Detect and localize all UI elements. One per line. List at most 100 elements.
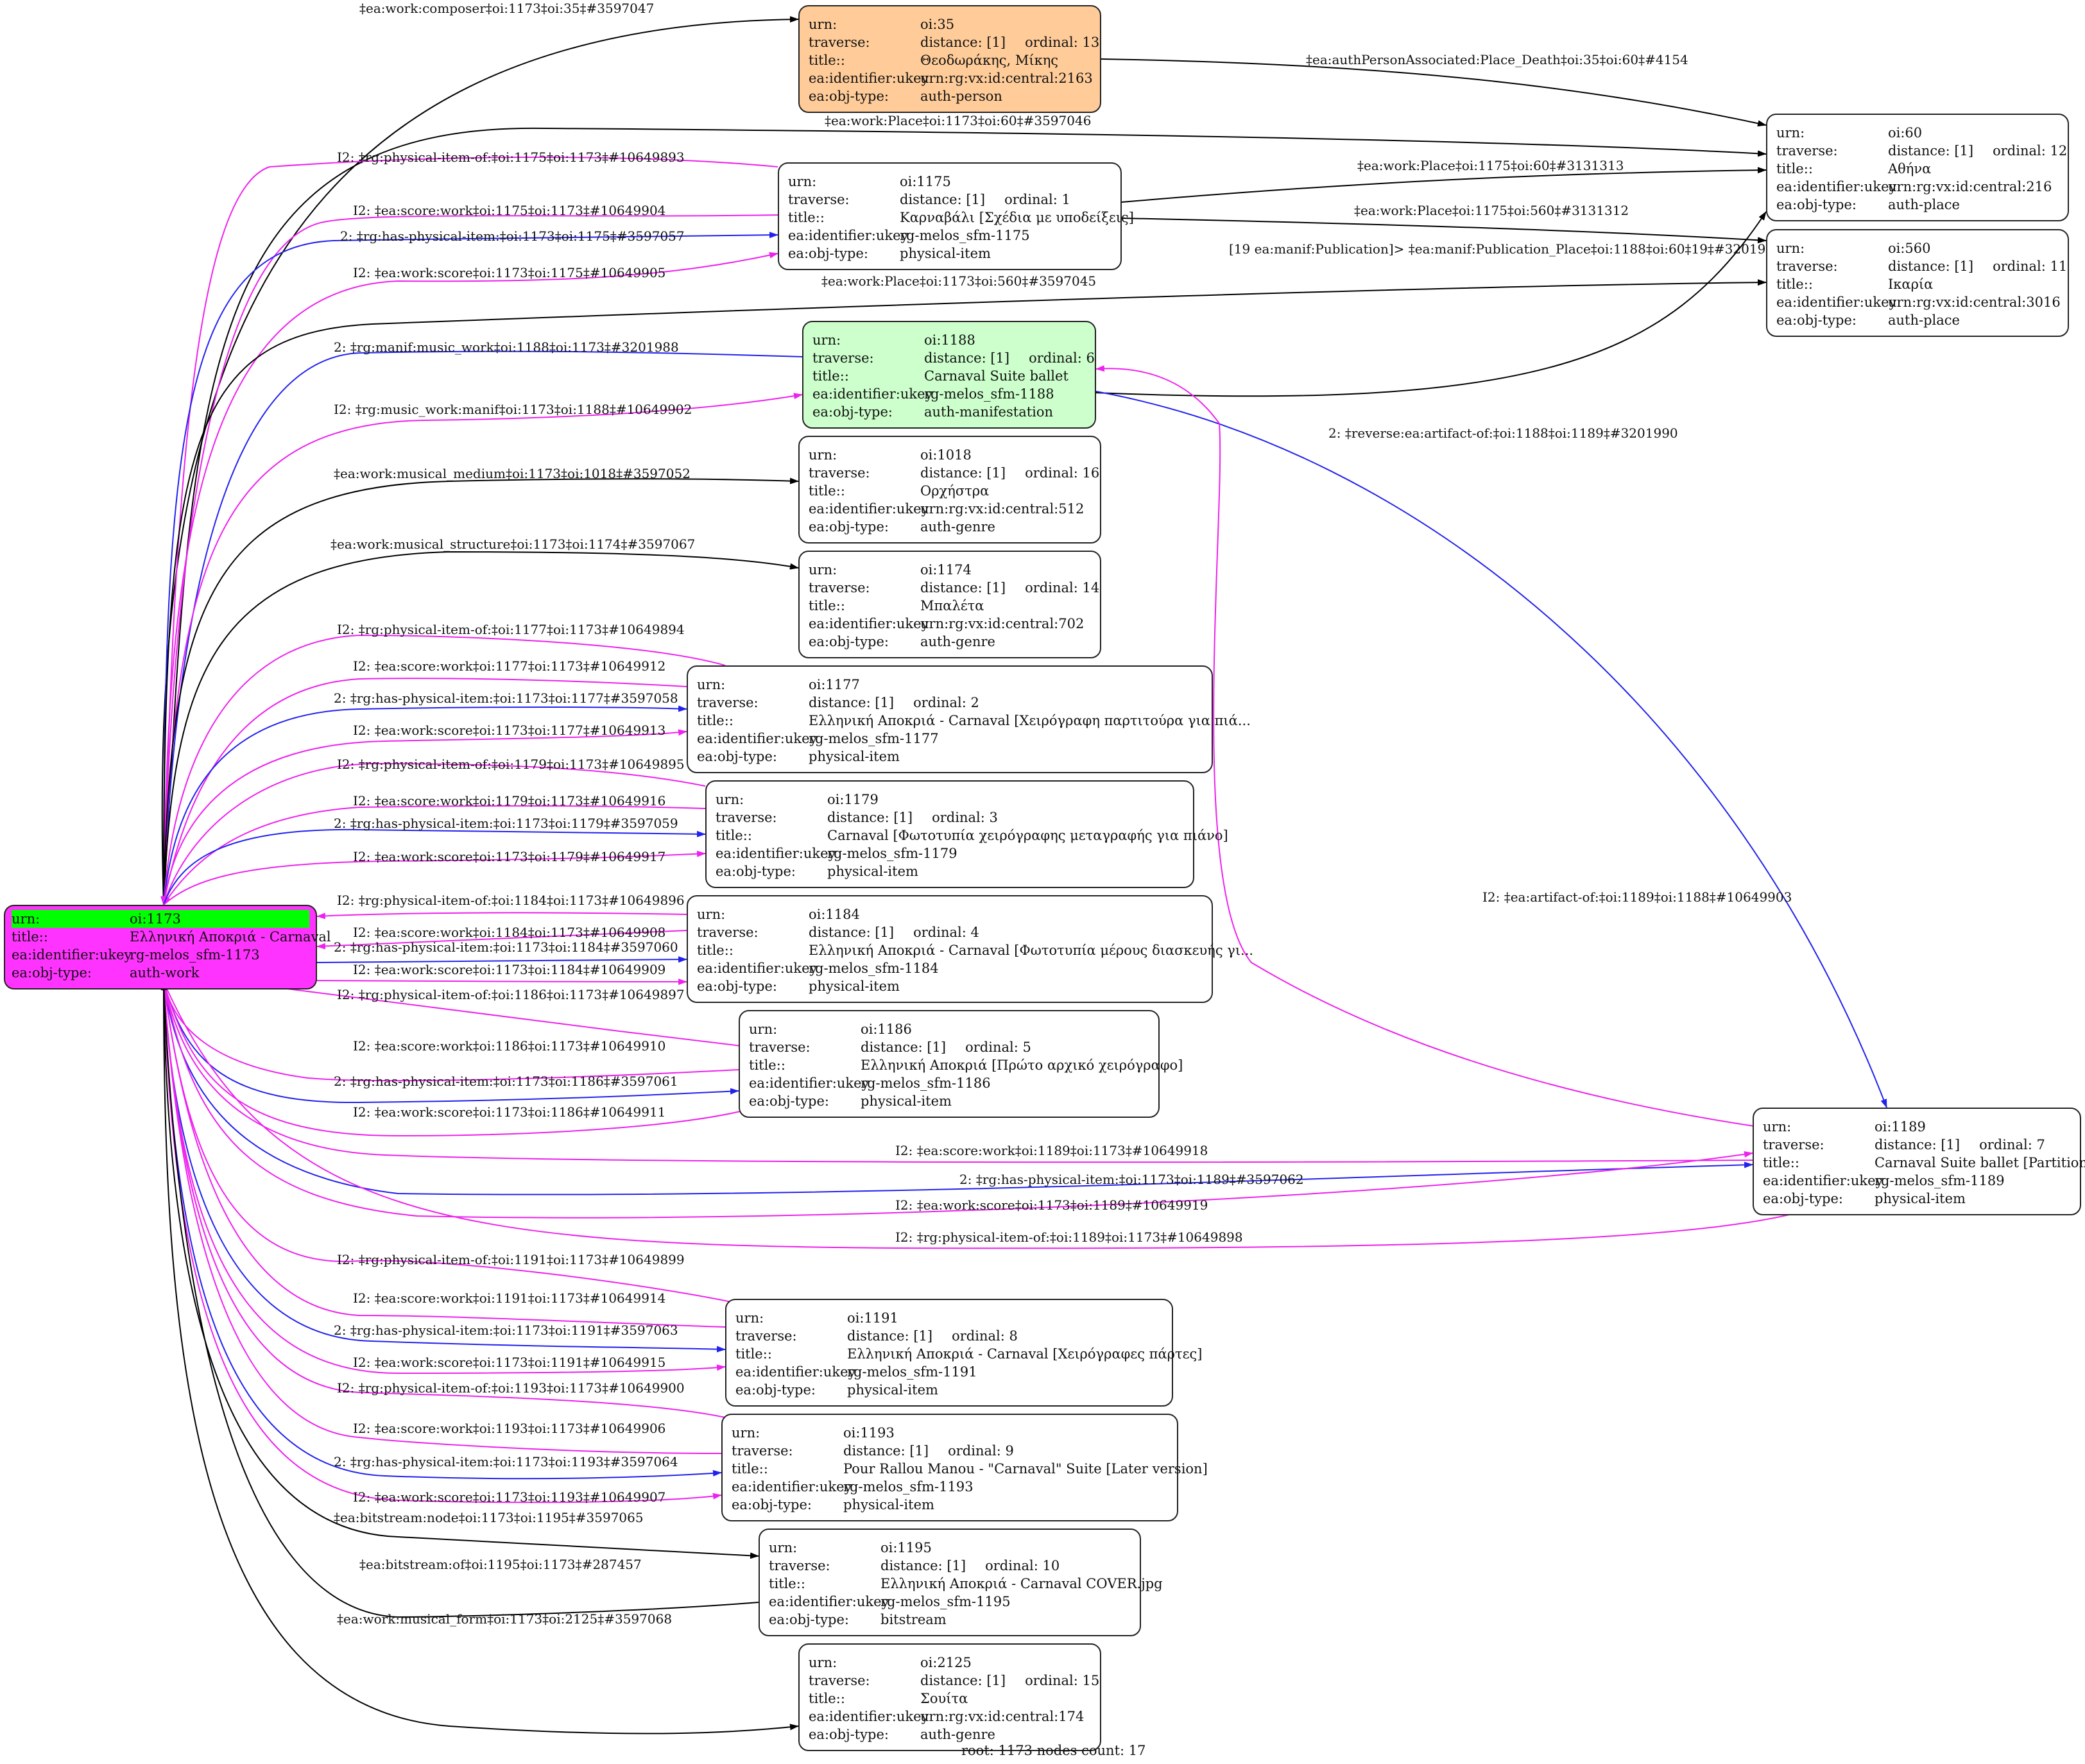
key-title: title::	[812, 368, 849, 384]
node-35[interactable]: urn:oi:35 traverse:distance: [1]ordinal:…	[798, 5, 1101, 113]
key-type: ea:obj-type:	[12, 965, 92, 980]
node-1177[interactable]: urn:oi:1177 traverse:distance: [1]ordina…	[687, 665, 1251, 773]
node-ukey: rg-melos_sfm-1186	[861, 1075, 991, 1091]
node-ordinal: ordinal: 16	[1025, 465, 1100, 481]
node-title: Αθήνα	[1888, 161, 1932, 176]
node-ordinal: ordinal: 5	[965, 1040, 1031, 1055]
node-title: Pour Rallou Manou - "Carnaval" Suite [La…	[843, 1461, 1208, 1477]
node-type: physical-item	[843, 1497, 934, 1512]
edge-line	[316, 912, 687, 920]
node-1193[interactable]: urn:oi:1193 traverse:distance: [1]ordina…	[721, 1414, 1208, 1521]
edge-label: 2: ‡rg:manif:music_work‡oi:1188‡oi:1173‡…	[334, 339, 679, 355]
node-title: Ελληνική Αποκριά - Carnaval	[130, 929, 331, 945]
node-1189[interactable]: urn:oi:1189 traverse:distance: [1]ordina…	[1753, 1108, 2085, 1215]
key-title: title::	[809, 483, 845, 499]
node-2125[interactable]: urn:oi:2125 traverse:distance: [1]ordina…	[798, 1643, 1101, 1751]
edge-line	[160, 981, 722, 1454]
node-ukey: urn:rg:vx:id:central:2163	[920, 71, 1093, 86]
node-1174[interactable]: urn:oi:1174 traverse:distance: [1]ordina…	[798, 551, 1101, 658]
edge-label: I2: ‡ea:work:score‡oi:1173‡oi:1189‡#1064…	[895, 1197, 1208, 1213]
edge-line	[163, 705, 687, 905]
node-ukey: urn:rg:vx:id:central:174	[920, 1709, 1085, 1724]
node-type: auth-genre	[920, 519, 995, 535]
node-root-1173[interactable]: urn:oi:1173 title::Ελληνική Αποκριά - Ca…	[4, 905, 331, 989]
key-ukey: ea:identifier:ukey	[697, 961, 818, 976]
key-ukey: ea:identifier:ukey	[12, 947, 132, 963]
edge-label: I2: ‡ea:work:score‡oi:1173‡oi:1191‡#1064…	[353, 1355, 665, 1370]
node-1188[interactable]: urn:oi:1188 traverse:distance: [1]ordina…	[802, 321, 1096, 429]
key-ukey: ea:identifier:ukey	[749, 1075, 870, 1091]
node-distance: distance: [1]	[920, 35, 1006, 50]
node-1191[interactable]: urn:oi:1191 traverse:distance: [1]ordina…	[725, 1299, 1202, 1407]
key-ukey: ea:identifier:ukey	[788, 228, 909, 243]
key-type: ea:obj-type:	[809, 89, 889, 104]
key-ukey: ea:identifier:ukey	[809, 71, 929, 86]
edge-label: I2: ‡ea:score:work‡oi:1186‡oi:1173‡#1064…	[353, 1038, 665, 1054]
edge-label: ‡ea:bitstream:of‡oi:1195‡oi:1173‡#287457	[359, 1557, 642, 1572]
edge-label: I2: ‡rg:physical-item-of:‡oi:1193‡oi:117…	[337, 1380, 685, 1396]
node-urn: oi:1177	[809, 677, 860, 692]
node-ordinal: ordinal: 4	[913, 925, 979, 940]
node-ukey: rg-melos_sfm-1193	[843, 1479, 974, 1494]
key-urn: urn:	[812, 332, 841, 348]
key-ukey: ea:identifier:ukey	[1763, 1173, 1883, 1188]
edge-line	[163, 981, 726, 1353]
edge-label: I2: ‡ea:score:work‡oi:1193‡oi:1173‡#1064…	[353, 1421, 665, 1436]
key-title: title::	[809, 1691, 845, 1706]
edge-label: I2: ‡ea:artifact-of:‡oi:1189‡oi:1188‡#10…	[1482, 889, 1792, 905]
key-traverse: traverse:	[732, 1443, 793, 1459]
node-1195[interactable]: urn:oi:1195 traverse:distance: [1]ordina…	[759, 1529, 1163, 1636]
edge-line	[163, 981, 726, 1374]
node-1175[interactable]: urn:oi:1175 traverse:distance: [1]ordina…	[778, 162, 1134, 270]
node-title: Σουίτα	[920, 1691, 968, 1706]
node-ordinal: ordinal: 10	[985, 1558, 1060, 1573]
key-traverse: traverse:	[1763, 1137, 1824, 1152]
key-type: ea:obj-type:	[1776, 197, 1857, 212]
node-ordinal: ordinal: 13	[1025, 35, 1100, 50]
key-traverse: traverse:	[697, 925, 759, 940]
key-type: ea:obj-type:	[1763, 1191, 1843, 1206]
node-560[interactable]: urn:oi:560 traverse:distance: [1]ordinal…	[1766, 229, 2069, 337]
key-type: ea:obj-type:	[1776, 313, 1857, 328]
node-1184[interactable]: urn:oi:1184 traverse:distance: [1]ordina…	[687, 895, 1253, 1003]
key-type: ea:obj-type:	[769, 1612, 849, 1627]
node-distance: distance: [1]	[809, 925, 895, 940]
key-title: title::	[809, 598, 845, 613]
edge-line	[163, 828, 706, 905]
node-type: auth-manifestation	[924, 404, 1054, 420]
key-ukey: ea:identifier:ukey	[1776, 295, 1897, 310]
node-title: Ελληνική Αποκριά - Carnaval [Φωτοτυπία μ…	[809, 943, 1254, 958]
edge-line	[163, 279, 1767, 905]
key-title: title::	[732, 1461, 768, 1477]
key-urn: urn:	[697, 907, 726, 922]
node-urn: oi:1175	[900, 174, 951, 189]
node-title: Ελληνική Αποκριά - Carnaval COVER.jpg	[880, 1576, 1163, 1591]
edge-label: I2: ‡rg:physical-item-of:‡oi:1186‡oi:117…	[337, 987, 685, 1002]
key-urn: urn:	[809, 447, 837, 463]
edge-label: I2: ‡ea:work:score‡oi:1173‡oi:1175‡#1064…	[353, 265, 665, 280]
node-ordinal: ordinal: 1	[1004, 192, 1070, 207]
node-type: auth-place	[1888, 313, 1960, 328]
node-title: Καρναβάλι [Σχέδια με υποδείξεις]	[900, 210, 1134, 225]
key-ukey: ea:identifier:ukey	[769, 1594, 889, 1609]
key-urn: urn:	[749, 1022, 778, 1037]
edge-label: I2: ‡ea:work:score‡oi:1173‡oi:1179‡#1064…	[353, 849, 665, 864]
node-1179[interactable]: urn:oi:1179 traverse:distance: [1]ordina…	[705, 780, 1228, 888]
node-60[interactable]: urn:oi:60 traverse:distance: [1]ordinal:…	[1766, 114, 2069, 221]
edge-line	[161, 981, 735, 1303]
key-ukey: ea:identifier:ukey	[812, 386, 933, 402]
edge-line	[163, 981, 722, 1480]
node-1018[interactable]: urn:oi:1018 traverse:distance: [1]ordina…	[798, 436, 1101, 544]
edge-line	[163, 981, 1823, 1249]
node-distance: distance: [1]	[1888, 259, 1974, 274]
node-ukey: rg-melos_sfm-1195	[880, 1594, 1011, 1609]
node-title: Θεοδωράκης, Μίκης	[920, 53, 1059, 68]
edge-label: I2: ‡rg:physical-item-of:‡oi:1177‡oi:117…	[337, 622, 685, 637]
node-ordinal: ordinal: 3	[932, 810, 998, 825]
edge-line	[161, 981, 726, 1328]
key-urn: urn:	[788, 174, 817, 189]
node-1186[interactable]: urn:oi:1186 traverse:distance: [1]ordina…	[739, 1010, 1183, 1118]
edge-label: 2: ‡rg:has-physical-item:‡oi:1173‡oi:117…	[334, 690, 678, 706]
node-ukey: rg-melos_sfm-1173	[130, 947, 260, 963]
